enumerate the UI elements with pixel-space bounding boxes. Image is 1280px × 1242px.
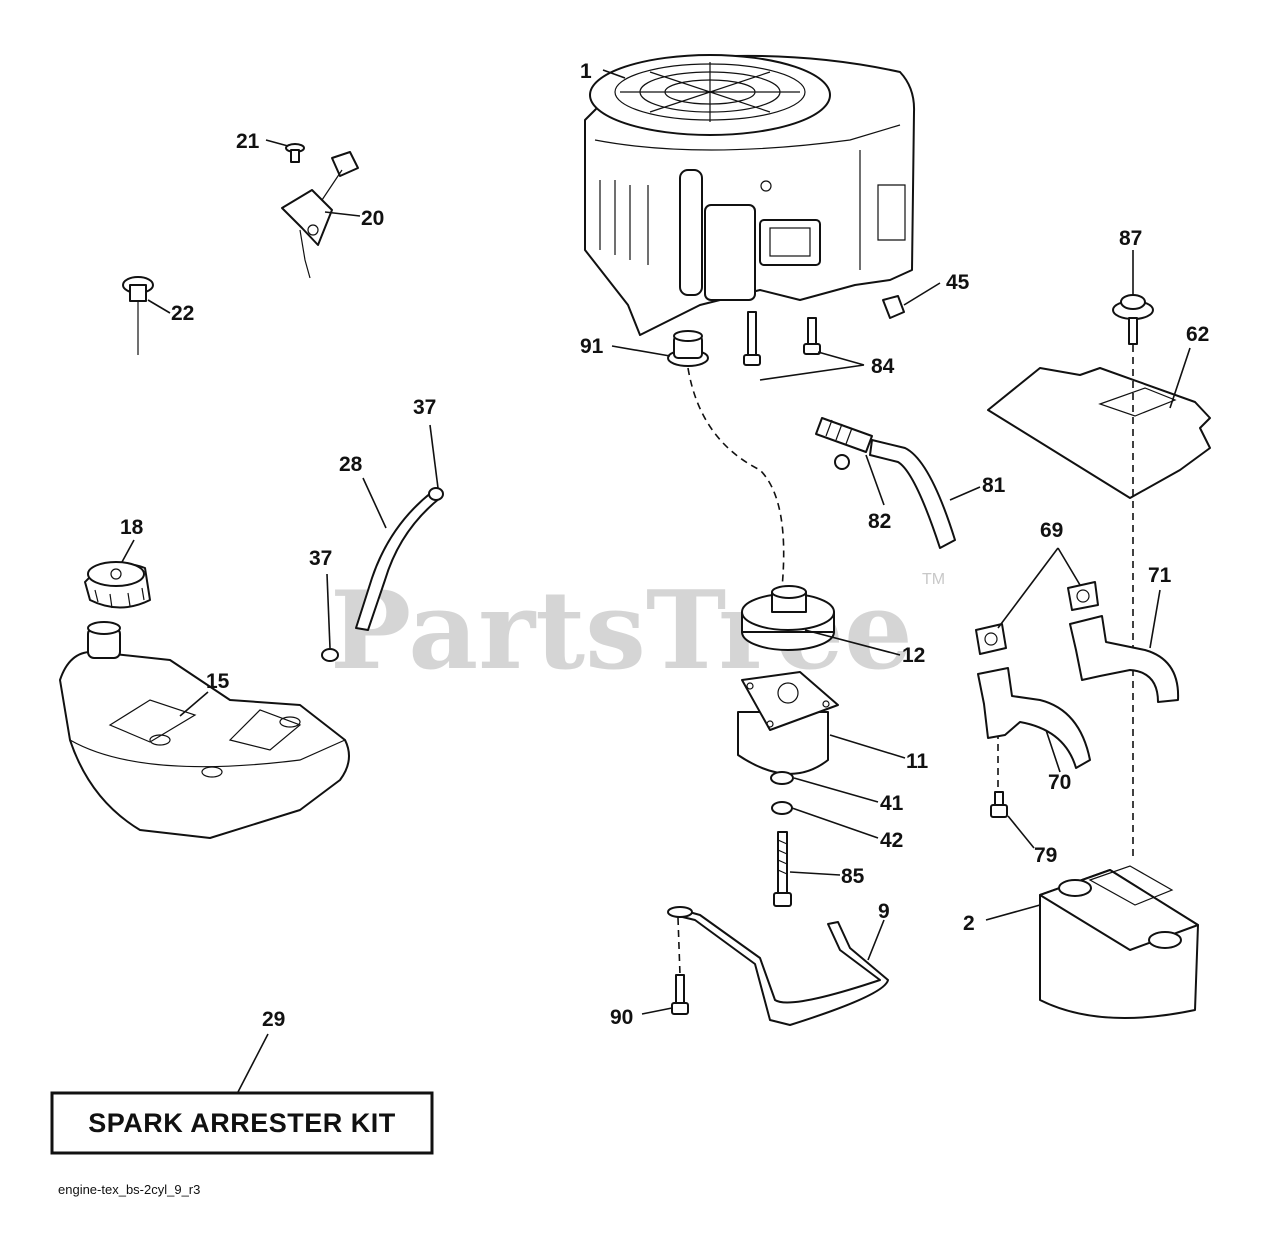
callout-37-lower: 37	[309, 547, 332, 570]
callout-1: 1	[580, 60, 592, 83]
part-41-washer	[770, 771, 794, 785]
part-9-rod	[669, 907, 889, 1026]
callout-29: 29	[262, 1008, 285, 1031]
callout-18: 18	[120, 516, 144, 539]
callout-20: 20	[361, 207, 384, 230]
part-2-muffler	[1039, 865, 1199, 1019]
part-42-washer	[771, 801, 793, 815]
part-81-hose	[869, 439, 956, 549]
part-70-exhaust-pipe	[977, 667, 1091, 769]
callout-41: 41	[880, 792, 904, 815]
part-84-bolts	[743, 311, 821, 366]
callout-82: 82	[868, 510, 891, 533]
part-11-pto-clutch	[737, 671, 839, 775]
callout-21: 21	[236, 130, 260, 153]
callout-28: 28	[339, 453, 363, 476]
callout-2: 2	[963, 912, 975, 935]
callout-22: 22	[171, 302, 194, 325]
part-69-gaskets	[975, 581, 1099, 655]
part-45-clip	[882, 295, 905, 319]
callout-69: 69	[1040, 519, 1063, 542]
leader-lines	[121, 69, 1191, 1093]
callout-79: 79	[1034, 844, 1057, 867]
callout-81: 81	[982, 474, 1006, 497]
part-90-bolt	[671, 974, 689, 1015]
part-71-exhaust-pipe	[1069, 615, 1180, 703]
callout-11: 11	[906, 750, 929, 773]
part-79-bolt	[990, 791, 1008, 818]
assembly-line-crank	[687, 367, 785, 589]
part-20-throttle-control	[281, 151, 359, 279]
callout-12: 12	[902, 644, 925, 667]
part-21-screw	[285, 143, 305, 163]
part-37-clamp-upper	[428, 487, 444, 501]
callout-90: 90	[610, 1006, 633, 1029]
callout-71: 71	[1148, 564, 1172, 587]
watermark-tm: TM	[922, 571, 945, 588]
diagram-code: engine-tex_bs-2cyl_9_r3	[58, 1182, 200, 1197]
part-82-fuel-filter	[815, 417, 873, 470]
callout-15: 15	[206, 670, 230, 693]
part-28-fuel-line	[355, 491, 441, 631]
part-62-heat-shield	[987, 367, 1211, 499]
part-18-fuel-cap	[84, 561, 151, 609]
callout-42: 42	[880, 829, 903, 852]
part-91-bushing	[667, 330, 709, 367]
callout-91: 91	[580, 335, 604, 358]
part-37-clamp-lower	[321, 648, 339, 662]
callout-37-upper: 37	[413, 396, 436, 419]
callout-45: 45	[946, 271, 970, 294]
part-15-fuel-tank	[59, 621, 350, 839]
engine	[584, 54, 916, 336]
part-85-bolt	[773, 831, 792, 907]
callout-labels: 1 2 9 11 12 15 18 20 21 22 28 29 37 37 4…	[120, 60, 1209, 1031]
spark-arrester-kit-label: SPARK ARRESTER KIT	[88, 1108, 396, 1138]
watermark: PartsTree TM	[330, 568, 945, 694]
callout-87: 87	[1119, 227, 1142, 250]
part-12-pulley	[741, 585, 835, 651]
spark-arrester-kit-box: SPARK ARRESTER KIT	[50, 1091, 434, 1155]
callout-70: 70	[1048, 771, 1071, 794]
part-87-screw	[1112, 294, 1154, 345]
part-22-choke-knob	[122, 276, 154, 355]
callout-85: 85	[841, 865, 865, 888]
callout-84: 84	[871, 355, 895, 378]
callout-9: 9	[878, 900, 890, 923]
callout-62: 62	[1186, 323, 1209, 346]
